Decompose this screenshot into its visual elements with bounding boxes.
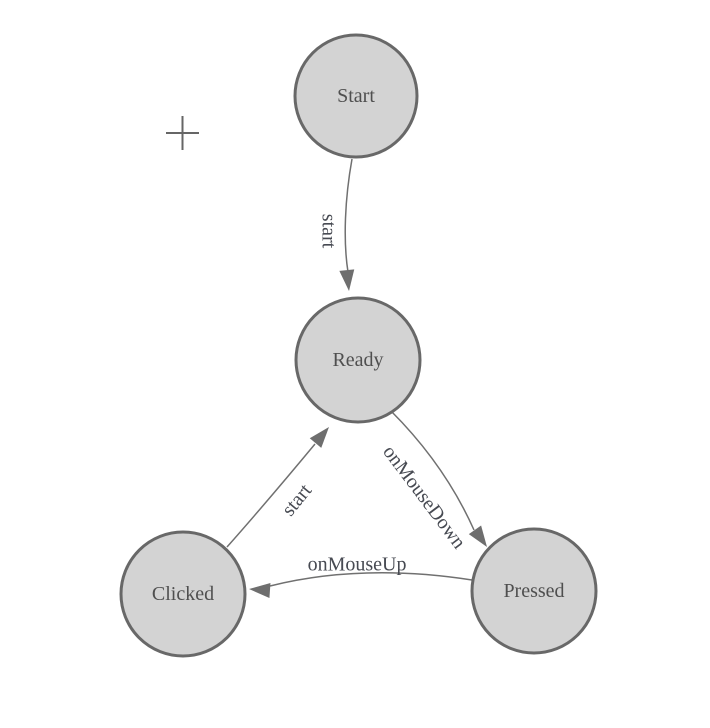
state-circle[interactable] (470, 527, 598, 655)
arrowhead-icon (339, 269, 355, 291)
transition-line[interactable] (390, 410, 475, 531)
arrowhead-icon (249, 582, 271, 598)
crosshair-cursor-icon (166, 116, 199, 150)
transition-label: start (278, 479, 317, 520)
transition-edge-start-to-ready[interactable]: start (317, 158, 356, 292)
transition-edge-clicked-to-ready[interactable]: start (226, 422, 335, 548)
transition-edge-pressed-to-clicked[interactable]: onMouseUp (248, 554, 473, 598)
state-node-pressed[interactable]: Pressed (470, 527, 598, 655)
transition-line[interactable] (226, 443, 316, 548)
transition-line[interactable] (344, 158, 353, 273)
state-node-clicked[interactable]: Clicked (119, 530, 247, 658)
state-node-start[interactable]: Start (293, 33, 419, 159)
arrowhead-icon (468, 525, 487, 547)
transition-edge-ready-to-pressed[interactable]: onMouseDown (378, 410, 493, 553)
transition-line[interactable] (269, 572, 473, 587)
transition-label: onMouseDown (378, 441, 470, 553)
state-circle[interactable] (294, 296, 422, 424)
transition-label: start (317, 214, 339, 249)
arrowhead-icon (309, 427, 329, 448)
state-circle[interactable] (293, 33, 419, 159)
state-circle[interactable] (119, 530, 247, 658)
state-node-ready[interactable]: Ready (294, 296, 422, 424)
